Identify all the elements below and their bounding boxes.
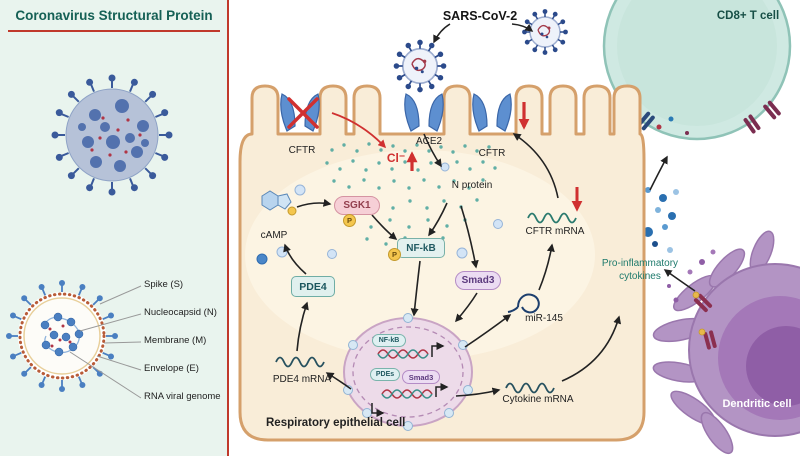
ace2-channel <box>404 93 444 132</box>
ion-dots <box>325 142 497 246</box>
spike-label: Spike (S) <box>144 279 184 290</box>
cytokine-mrna-squiggle <box>505 382 555 394</box>
cftr-channel-right <box>472 93 512 132</box>
rna-genome-label: RNA viral genome <box>144 391 221 402</box>
molecule-dots <box>256 162 503 265</box>
nucleus-nfkb-pill: NF-kB <box>372 334 406 347</box>
transcription-arrow-2 <box>435 383 449 397</box>
envelope-label: Envelope (E) <box>144 363 199 374</box>
pathway-arrows <box>283 23 696 397</box>
dna-helix-1 <box>377 349 429 359</box>
dna-helix-2 <box>381 389 433 399</box>
cell-name-label: Respiratory epithelial cell <box>266 417 406 429</box>
transcription-arrow-1 <box>431 342 445 357</box>
nucleus-pdes-pill: PDEs <box>370 368 400 381</box>
ace2-label: ACE2 <box>415 136 443 147</box>
callout-lines <box>69 285 142 399</box>
camp-label: cAMP <box>260 230 288 241</box>
coronavirus-cross-section <box>6 280 142 399</box>
dendritic-cell <box>652 230 800 455</box>
cftr-block-x <box>287 97 319 129</box>
phospho-badge-sgk1: P <box>343 214 356 227</box>
pde4-pill: PDE4 <box>291 276 335 297</box>
dendritic-label: Dendritic cell <box>722 398 792 410</box>
sars-virus-on-ace2 <box>392 38 448 94</box>
nfkb-pill: NF-kB <box>397 238 445 258</box>
inhibition-arrow <box>331 112 387 149</box>
pde4-mrna-squiggle <box>275 356 325 368</box>
red-marks <box>287 97 583 212</box>
title-underline <box>8 30 220 32</box>
mir-145-hairpin <box>507 293 540 314</box>
cftr-left-label: CFTR <box>288 145 316 156</box>
dendritic-receptor-icons <box>692 291 718 350</box>
cytokines-label-line1: Pro-inflammatory <box>601 258 679 269</box>
sgk1-pill: SGK1 <box>334 196 380 215</box>
camp-molecule <box>261 190 297 216</box>
coronavirus-illustration <box>51 74 173 196</box>
membrane-label: Membrane (M) <box>144 335 207 346</box>
pde4-mrna-label: PDE4 mRNA <box>272 374 332 385</box>
sars-virus-free <box>521 8 569 56</box>
nucleocapsid-label: Nucleocapsid (N) <box>144 307 217 318</box>
cd8-t-cell <box>602 0 792 142</box>
cftr-right-label: CFTR <box>478 148 506 159</box>
cytokine-mrna-label: Cytokine mRNA <box>502 394 574 405</box>
secreted-vesicle-dots <box>667 249 716 303</box>
nucleus-smad3-pill: Smad3 <box>402 370 440 384</box>
cd8-label: CD8+ T cell <box>716 10 780 22</box>
n-protein-label: N protein <box>451 180 493 191</box>
sars-cov2-label: SARS-CoV-2 <box>442 9 518 23</box>
cytokines-label-line2: cytokines <box>619 271 661 282</box>
cftr-mrna-label: CFTR mRNA <box>525 226 585 237</box>
chloride-label: Cl⁻ <box>386 151 406 165</box>
cftr-mrna-squiggle <box>527 212 577 224</box>
transcription-arrow-3 <box>371 403 385 417</box>
smad3-pill: Smad3 <box>455 271 501 290</box>
mir145-label: miR-145 <box>525 313 563 324</box>
phospho-badge-nfkb: P <box>388 248 401 261</box>
panel-title: Coronavirus Structural Protein <box>15 8 213 23</box>
